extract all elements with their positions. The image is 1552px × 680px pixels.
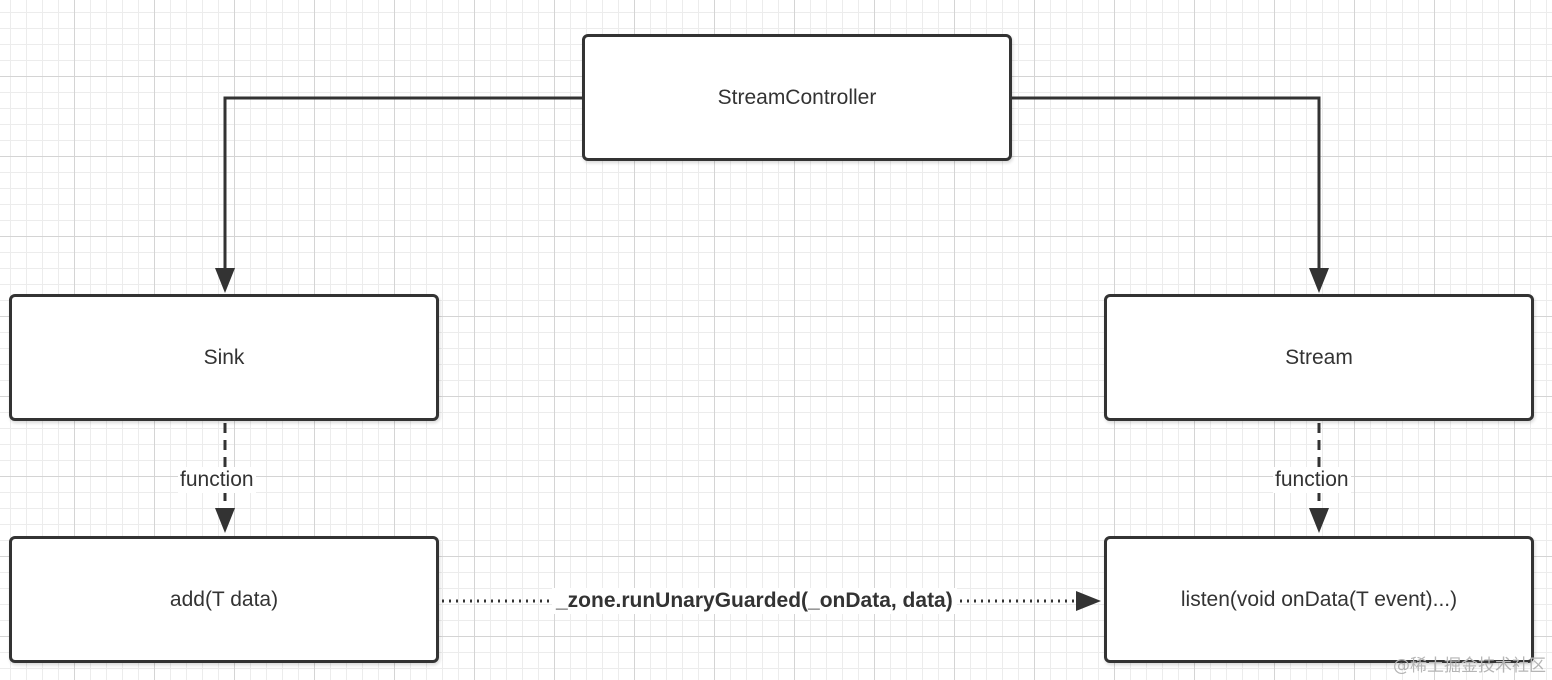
arrowhead-add-to-listen: [1076, 591, 1101, 611]
node-listen[interactable]: listen(void onData(T event)...): [1104, 536, 1534, 663]
node-stream-controller[interactable]: StreamController: [582, 34, 1012, 161]
node-add[interactable]: add(T data): [9, 536, 439, 663]
node-stream-controller-label: StreamController: [717, 85, 877, 109]
node-stream-label: Stream: [1285, 345, 1353, 369]
node-sink[interactable]: Sink: [9, 294, 439, 421]
edge-label-sink-function: function: [178, 467, 256, 493]
node-add-label: add(T data): [169, 587, 279, 611]
node-stream[interactable]: Stream: [1104, 294, 1534, 421]
edge-controller-to-stream: [1012, 96, 1321, 276]
arrowhead-controller-to-sink: [215, 268, 235, 293]
arrowhead-sink-to-add: [215, 508, 235, 533]
node-sink-label: Sink: [203, 345, 245, 369]
watermark: @稀土掘金技术社区: [1393, 656, 1546, 676]
arrowhead-stream-to-listen: [1309, 508, 1329, 533]
arrowhead-controller-to-stream: [1309, 268, 1329, 293]
node-listen-label: listen(void onData(T event)...): [1180, 587, 1458, 611]
edge-label-run-unary-guarded: _zone.runUnaryGuarded(_onData, data): [552, 588, 957, 614]
edge-controller-to-sink: [223, 96, 582, 276]
edge-label-stream-function: function: [1273, 467, 1351, 493]
